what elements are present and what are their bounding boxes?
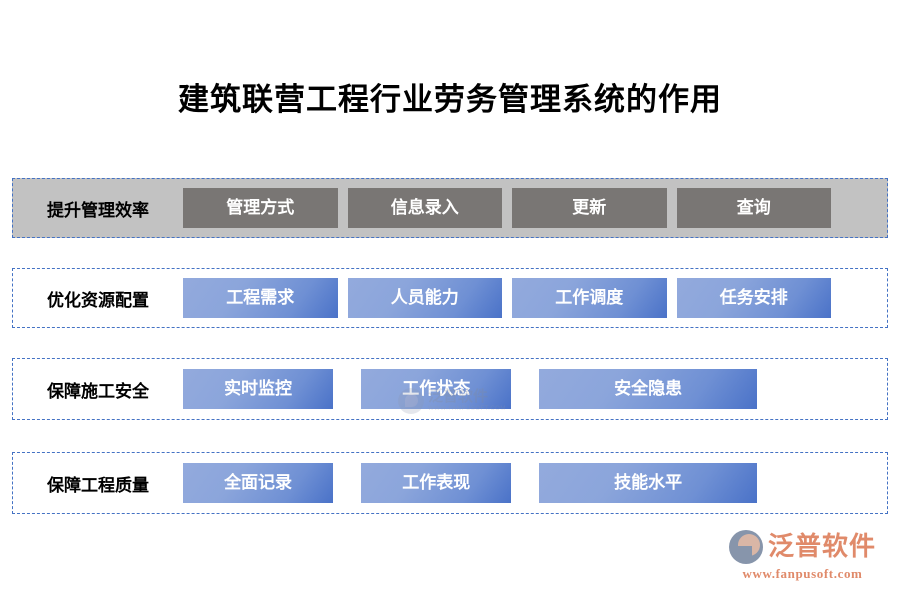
row-1-items: 管理方式 信息录入 更新 查询: [183, 188, 887, 228]
page-title: 建筑联营工程行业劳务管理系统的作用: [178, 82, 722, 117]
brand-logo-row: 泛普软件: [728, 530, 876, 564]
diagram-row-4: 保障工程质量 全面记录 工作表现 技能水平: [12, 452, 888, 514]
brand-logo: 泛普软件 www.fanpusoft.com: [728, 530, 876, 582]
diagram-row-2: 优化资源配置 工程需求 人员能力 工作调度 任务安排: [12, 268, 888, 328]
brand-url: www.fanpusoft.com: [742, 566, 863, 581]
row-3-item-3[interactable]: 安全隐患: [539, 369, 757, 409]
row-label-4: 保障工程质量: [47, 475, 149, 495]
row-4-items: 全面记录 工作表现 技能水平: [183, 463, 887, 503]
row-1-item-1[interactable]: 管理方式: [183, 188, 338, 228]
row-1-item-2[interactable]: 信息录入: [347, 188, 502, 228]
row-4-item-3[interactable]: 技能水平: [539, 463, 757, 503]
row-2-item-4[interactable]: 任务安排: [676, 278, 831, 318]
fanpu-swoosh-icon: [728, 530, 763, 564]
brand-name: 泛普软件: [767, 532, 876, 561]
row-2-item-2[interactable]: 人员能力: [347, 278, 502, 318]
row-1-item-4[interactable]: 查询: [676, 188, 831, 228]
diagram-row-3: 保障施工安全 实时监控 工作状态 安全隐患: [12, 358, 888, 420]
row-3-item-1[interactable]: 实时监控: [183, 369, 334, 409]
row-label-3: 保障施工安全: [47, 381, 149, 401]
row-4-item-1[interactable]: 全面记录: [183, 463, 334, 503]
row-3-item-2[interactable]: 工作状态: [361, 369, 512, 409]
row-4-item-2[interactable]: 工作表现: [361, 463, 512, 503]
row-label-2: 优化资源配置: [47, 290, 149, 310]
row-2-item-1[interactable]: 工程需求: [183, 278, 338, 318]
row-2-item-3[interactable]: 工作调度: [512, 278, 667, 318]
row-label-1: 提升管理效率: [47, 200, 149, 220]
row-2-items: 工程需求 人员能力 工作调度 任务安排: [183, 278, 887, 318]
row-3-items: 实时监控 工作状态 安全隐患: [183, 369, 887, 409]
diagram-row-1: 提升管理效率 管理方式 信息录入 更新 查询: [12, 178, 888, 238]
row-1-item-3[interactable]: 更新: [512, 188, 667, 228]
